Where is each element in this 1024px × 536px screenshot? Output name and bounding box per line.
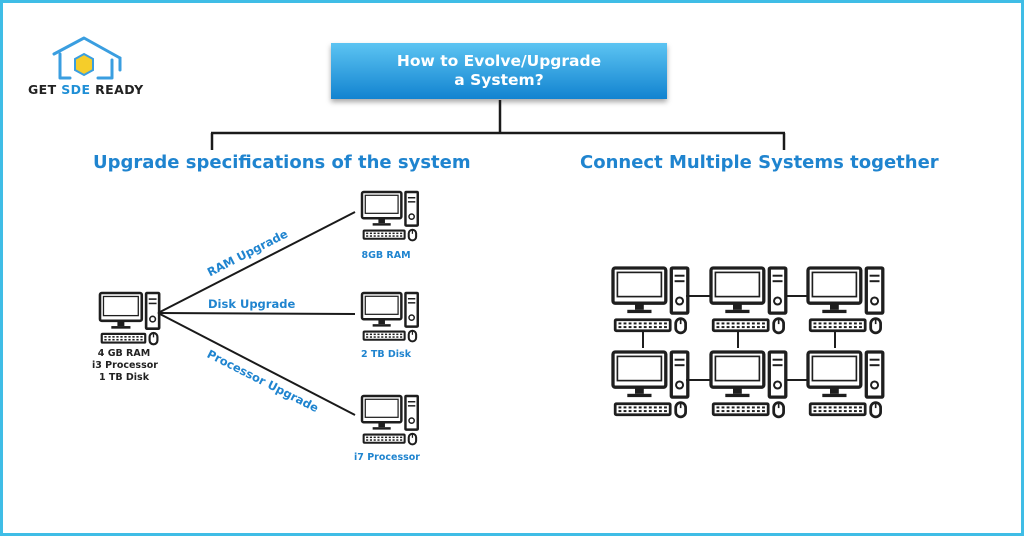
computer-2tb-disk-icon <box>360 291 419 343</box>
title-line-1: How to Evolve/Upgrade <box>396 52 602 70</box>
ram-result-label: 8GB RAM <box>361 250 411 261</box>
disk-upgrade-label: Disk Upgrade <box>208 297 296 311</box>
logo-text-get: GET <box>28 82 62 97</box>
source-spec-disk: 1 TB Disk <box>98 372 150 383</box>
right-branch-heading: Connect Multiple Systems together <box>580 152 939 173</box>
network-computer-icon <box>806 350 885 419</box>
network-computer-icon <box>611 350 690 419</box>
ram-upgrade-line <box>157 211 356 314</box>
network-computer-icon <box>806 266 885 335</box>
computer-i7-processor-icon <box>360 394 419 446</box>
source-computer-icon <box>98 291 161 346</box>
source-spec-ram: 4 GB RAM <box>97 348 151 359</box>
network-computer-icon <box>709 350 788 419</box>
processor-result-label: i7 Processor <box>354 452 420 463</box>
disk-result-label: 2 TB Disk <box>360 349 412 360</box>
processor-upgrade-line <box>157 312 356 416</box>
title-line-2: a System? <box>454 71 544 89</box>
logo-text: GET SDE READY <box>28 82 144 97</box>
disk-upgrade-line <box>157 312 356 315</box>
computer-8gb-ram-icon <box>360 190 419 242</box>
left-branch-heading: Upgrade specifications of the system <box>93 152 471 173</box>
logo-text-sde: SDE <box>61 82 91 97</box>
logo-text-ready: READY <box>90 82 144 97</box>
network-computer-icon <box>611 266 690 335</box>
network-computer-icon <box>709 266 788 335</box>
source-computer-label: 4 GB RAM i3 Processor 1 TB Disk <box>92 348 158 384</box>
network-links <box>642 295 836 381</box>
title-box: How to Evolve/Upgrade a System? <box>331 43 667 99</box>
source-spec-processor: i3 Processor <box>92 360 158 371</box>
logo-icon <box>52 36 122 80</box>
